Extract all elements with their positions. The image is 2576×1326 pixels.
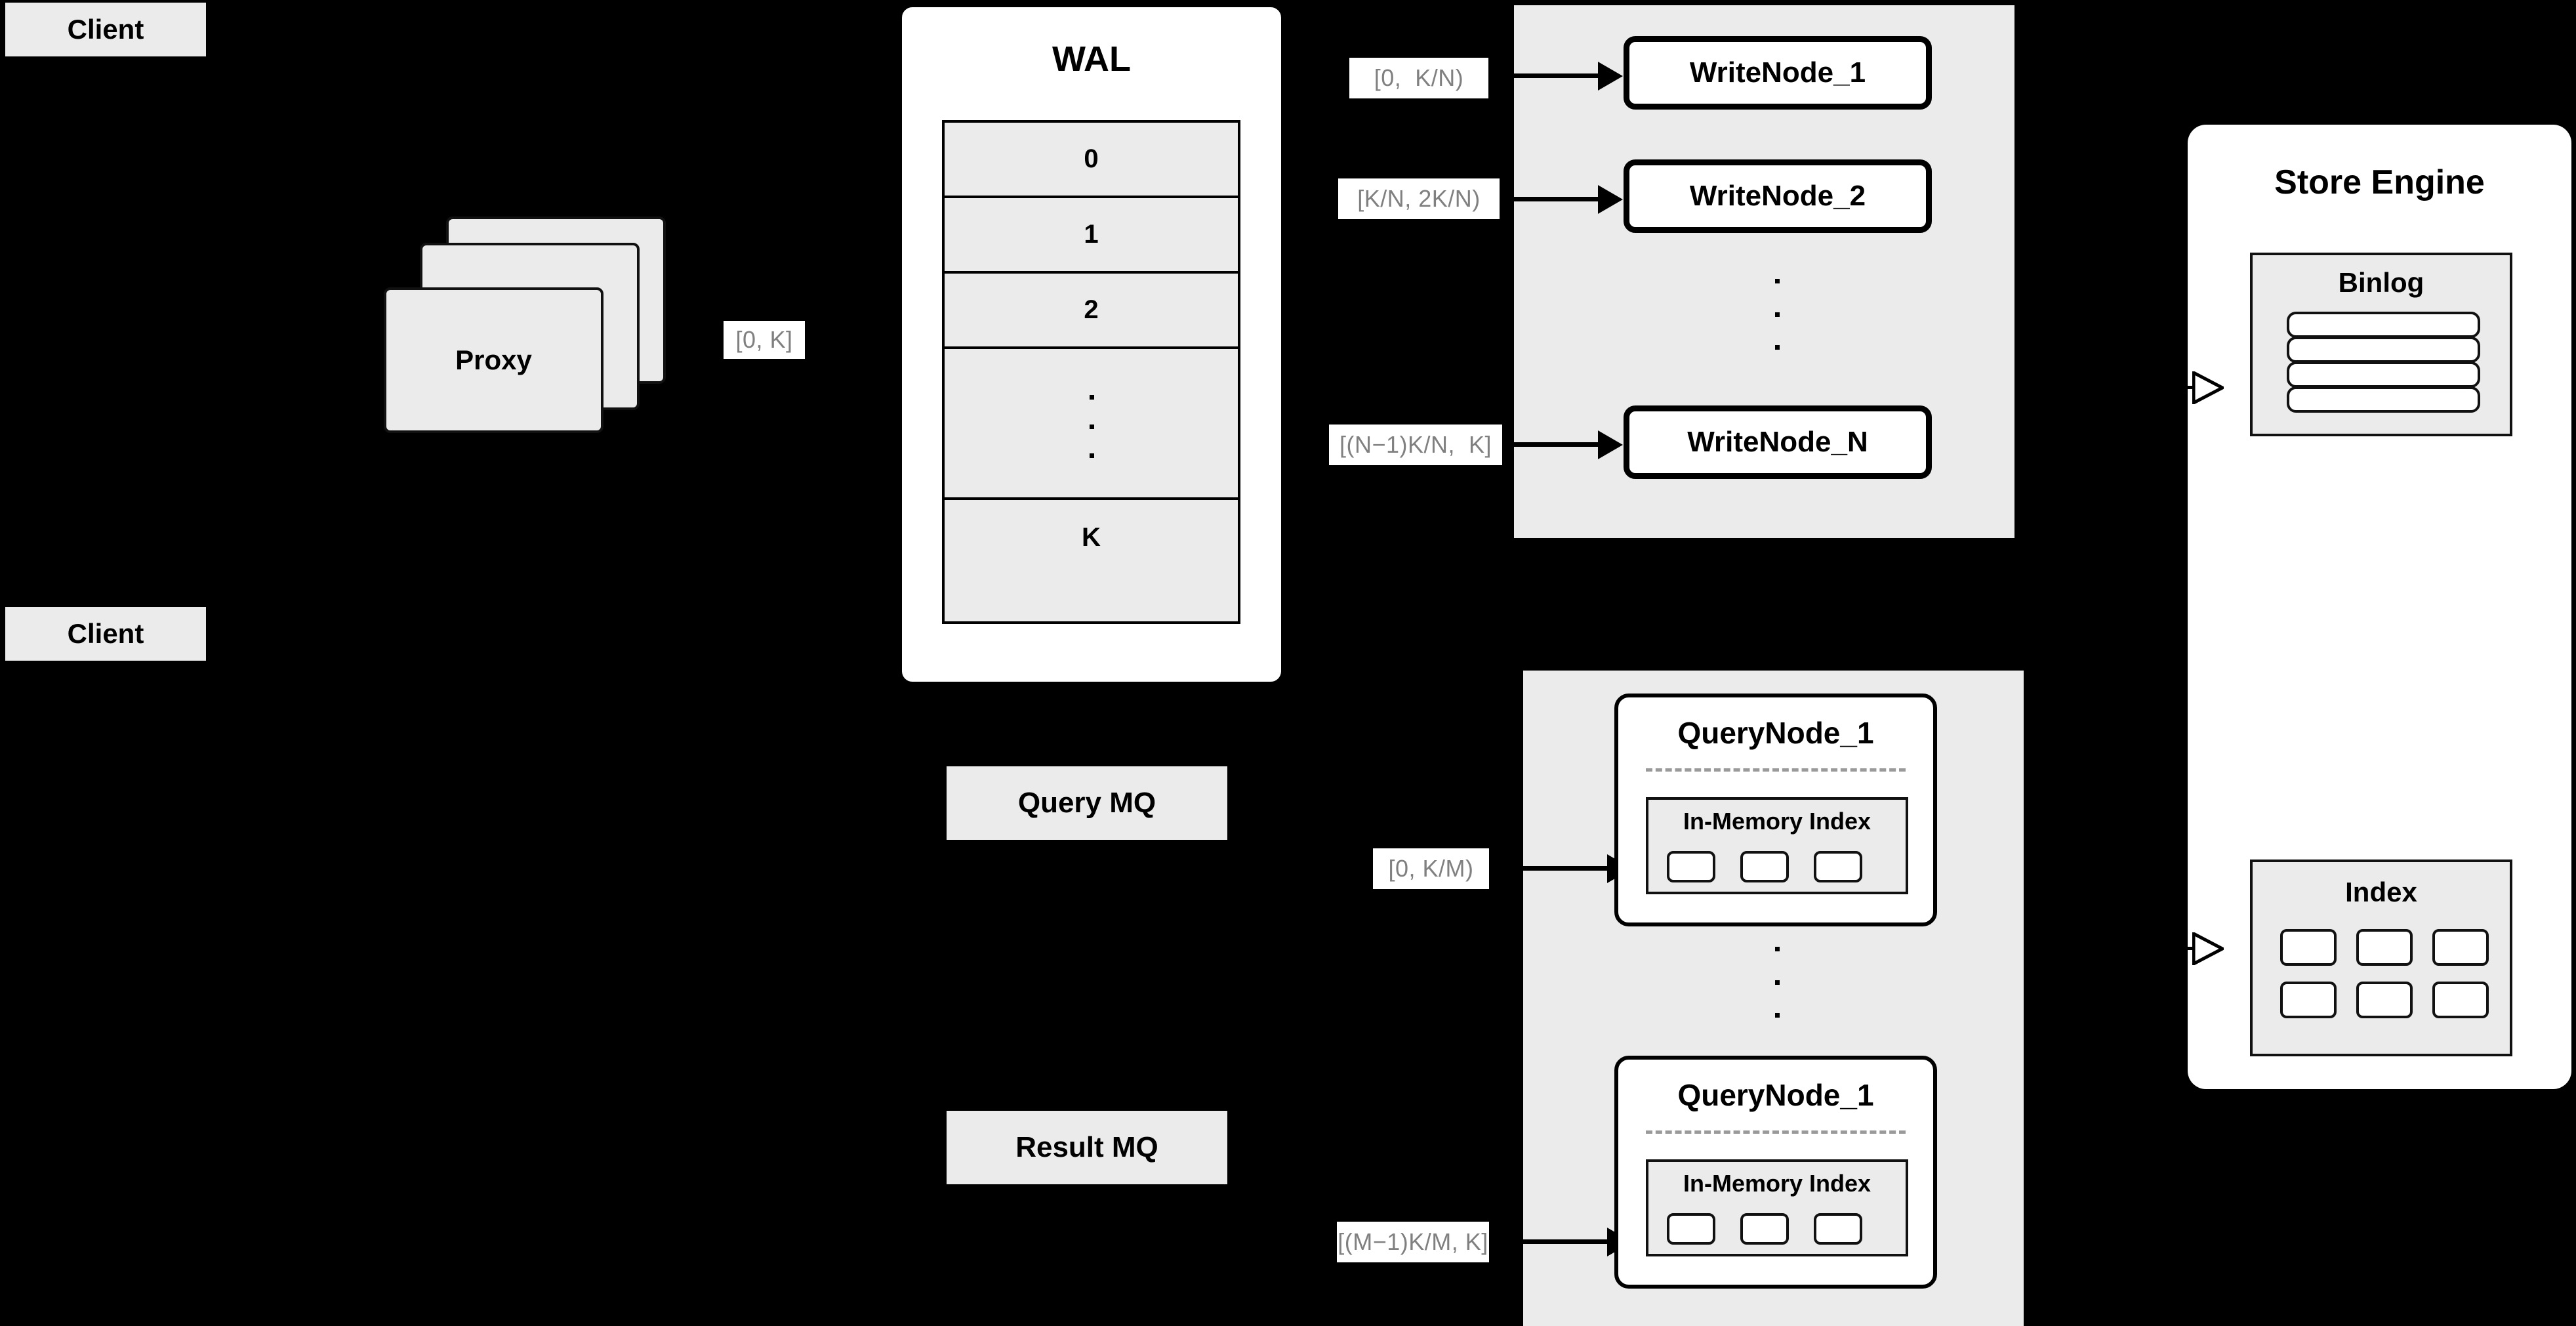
wal-cell-list: 0 1 2 K xyxy=(942,120,1240,624)
query-range-label-1-text: [0, K/M) xyxy=(1388,855,1474,882)
binlog-row[interactable] xyxy=(2287,362,2480,388)
index-segment-chip[interactable] xyxy=(1740,851,1789,882)
query-node-2-separator xyxy=(1646,1130,1906,1134)
proxy-range-label: [0, K] xyxy=(724,321,805,359)
index-cell[interactable] xyxy=(2356,929,2413,966)
write-range-label-1-text: [0, K/N) xyxy=(1374,64,1464,91)
write-range-label-2-text: [K/N, 2K/N) xyxy=(1357,185,1481,212)
index-segment-chip[interactable] xyxy=(1667,1213,1715,1245)
client-node-2-label: Client xyxy=(67,618,144,649)
wal-cell-k-label: K xyxy=(1082,523,1101,552)
write-node-n[interactable]: WriteNode_N xyxy=(1624,405,1932,479)
wal-cell-0-label: 0 xyxy=(1084,144,1099,173)
query-node-2[interactable]: QueryNode_1 In-Memory Index xyxy=(1614,1056,1937,1289)
query-range-label-2: [(M−1)K/M, K] xyxy=(1337,1222,1489,1262)
wal-cell-1[interactable]: 1 xyxy=(945,198,1238,274)
write-node-2[interactable]: WriteNode_2 xyxy=(1624,159,1932,233)
write-node-1-label: WriteNode_1 xyxy=(1689,56,1866,89)
index-segment-chip[interactable] xyxy=(1740,1213,1789,1245)
query-node-2-title: QueryNode_1 xyxy=(1677,1078,1874,1112)
index-arrow-head xyxy=(2192,932,2224,965)
write-arrow-line-1 xyxy=(1509,73,1607,78)
query-node-2-inmemory-index-title: In-Memory Index xyxy=(1683,1170,1871,1197)
binlog-panel: Binlog xyxy=(2250,253,2512,436)
index-cell[interactable] xyxy=(2280,929,2337,966)
wal-cell-2[interactable]: 2 xyxy=(945,274,1238,349)
binlog-row[interactable] xyxy=(2287,386,2480,413)
index-cell[interactable] xyxy=(2432,929,2489,966)
query-node-1-inmemory-index: In-Memory Index xyxy=(1646,797,1908,894)
write-arrow-line-3 xyxy=(1509,442,1607,447)
proxy-range-label-text: [0, K] xyxy=(735,326,793,353)
query-node-1-inmemory-index-title: In-Memory Index xyxy=(1683,808,1871,835)
index-cell[interactable] xyxy=(2356,982,2413,1018)
query-node-1-separator xyxy=(1646,768,1906,772)
wal-cell-0[interactable]: 0 xyxy=(945,123,1238,198)
query-mq-node[interactable]: Query MQ xyxy=(947,766,1227,840)
wal-cell-1-label: 1 xyxy=(1084,220,1099,249)
query-range-label-1: [0, K/M) xyxy=(1373,848,1489,889)
query-node-1-title: QueryNode_1 xyxy=(1677,716,1874,750)
index-panel: Index xyxy=(2250,860,2512,1056)
index-segment-chip[interactable] xyxy=(1814,851,1862,882)
client-node-2[interactable]: Client xyxy=(5,607,206,661)
binlog-arrow-line xyxy=(2165,386,2196,389)
write-arrow-head-1 xyxy=(1598,62,1623,91)
wal-title: WAL xyxy=(1052,39,1131,79)
index-segment-chip[interactable] xyxy=(1814,1213,1862,1245)
write-arrow-head-3 xyxy=(1598,430,1623,459)
query-arrow-line-1 xyxy=(1509,866,1616,871)
client-node-1-label: Client xyxy=(67,14,144,45)
write-range-label-1: [0, K/N) xyxy=(1349,58,1488,98)
binlog-arrow-head xyxy=(2192,371,2224,404)
index-title: Index xyxy=(2345,877,2417,907)
wal-cell-ellipsis xyxy=(945,349,1238,500)
query-cluster-ellipsis xyxy=(1775,947,1780,1018)
result-mq-node[interactable]: Result MQ xyxy=(947,1111,1227,1184)
write-node-n-label: WriteNode_N xyxy=(1687,426,1868,458)
binlog-row[interactable] xyxy=(2287,337,2480,363)
index-cell[interactable] xyxy=(2280,982,2337,1018)
write-range-label-3: [(N−1)K/N, K] xyxy=(1329,425,1502,465)
write-node-2-label: WriteNode_2 xyxy=(1689,180,1866,212)
write-arrow-line-2 xyxy=(1509,197,1607,201)
write-cluster-ellipsis xyxy=(1775,279,1780,350)
wal-ellipsis-dots xyxy=(1089,395,1094,458)
binlog-row[interactable] xyxy=(2287,312,2480,338)
index-arrow-line xyxy=(2165,947,2196,950)
binlog-title: Binlog xyxy=(2338,267,2424,298)
result-mq-label: Result MQ xyxy=(1015,1131,1158,1163)
query-arrow-line-2 xyxy=(1509,1239,1616,1244)
query-node-1[interactable]: QueryNode_1 In-Memory Index xyxy=(1614,694,1937,926)
index-segment-chip[interactable] xyxy=(1667,851,1715,882)
query-node-2-inmemory-index: In-Memory Index xyxy=(1646,1159,1908,1256)
store-engine-panel: Store Engine Binlog Index xyxy=(2188,125,2571,1089)
query-range-label-2-text: [(M−1)K/M, K] xyxy=(1338,1228,1488,1255)
write-arrow-head-2 xyxy=(1598,185,1623,214)
query-mq-label: Query MQ xyxy=(1017,787,1156,819)
wal-cell-k[interactable]: K xyxy=(945,500,1238,575)
proxy-node[interactable]: Proxy xyxy=(384,287,603,433)
wal-cell-2-label: 2 xyxy=(1084,295,1099,324)
client-node-1[interactable]: Client xyxy=(5,3,206,56)
index-cell[interactable] xyxy=(2432,982,2489,1018)
write-node-1[interactable]: WriteNode_1 xyxy=(1624,36,1932,110)
proxy-label: Proxy xyxy=(455,344,532,375)
write-range-label-2: [K/N, 2K/N) xyxy=(1338,178,1500,219)
write-range-label-3-text: [(N−1)K/N, K] xyxy=(1339,431,1492,458)
store-engine-title: Store Engine xyxy=(2274,163,2485,201)
